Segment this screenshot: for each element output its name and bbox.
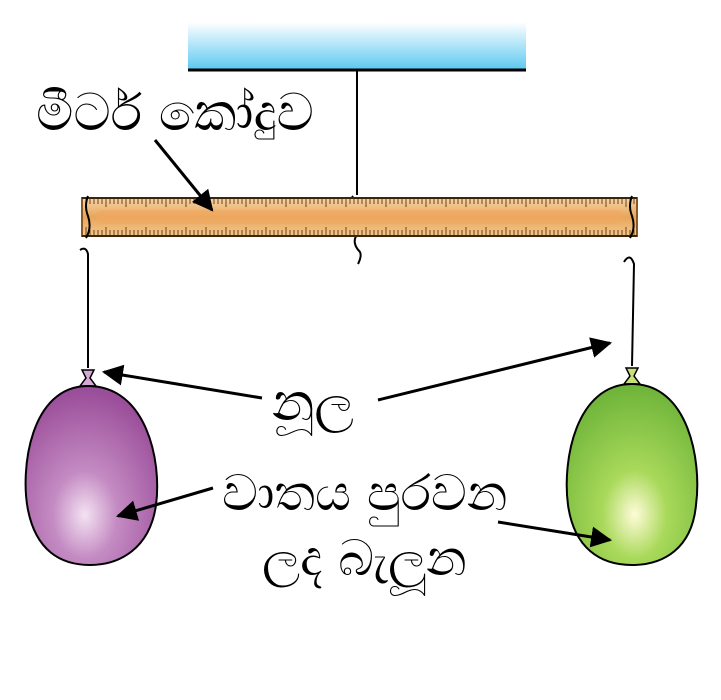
balloon-left [24, 369, 159, 567]
balloon-right [565, 367, 699, 567]
ceiling-support [188, 22, 526, 72]
label-meter-ruler: මීටර් කෝදුව [36, 83, 314, 143]
string-left [79, 195, 91, 368]
meter-ruler [81, 197, 638, 237]
arrow-to-ruler [153, 139, 214, 212]
label-string: නූල [272, 373, 354, 436]
label-inflated-balloon-line1: වාතය පුරවන [222, 464, 507, 526]
label-inflated-balloon-line2: ලද බැලූන [262, 529, 467, 596]
arrow-to-balloon-left [115, 486, 214, 521]
string-right [623, 195, 636, 367]
arrow-to-string-left [101, 364, 263, 400]
arrow-to-balloon-right [497, 520, 613, 548]
pointer-arrows [101, 139, 613, 548]
arrow-to-string-right [377, 337, 613, 402]
